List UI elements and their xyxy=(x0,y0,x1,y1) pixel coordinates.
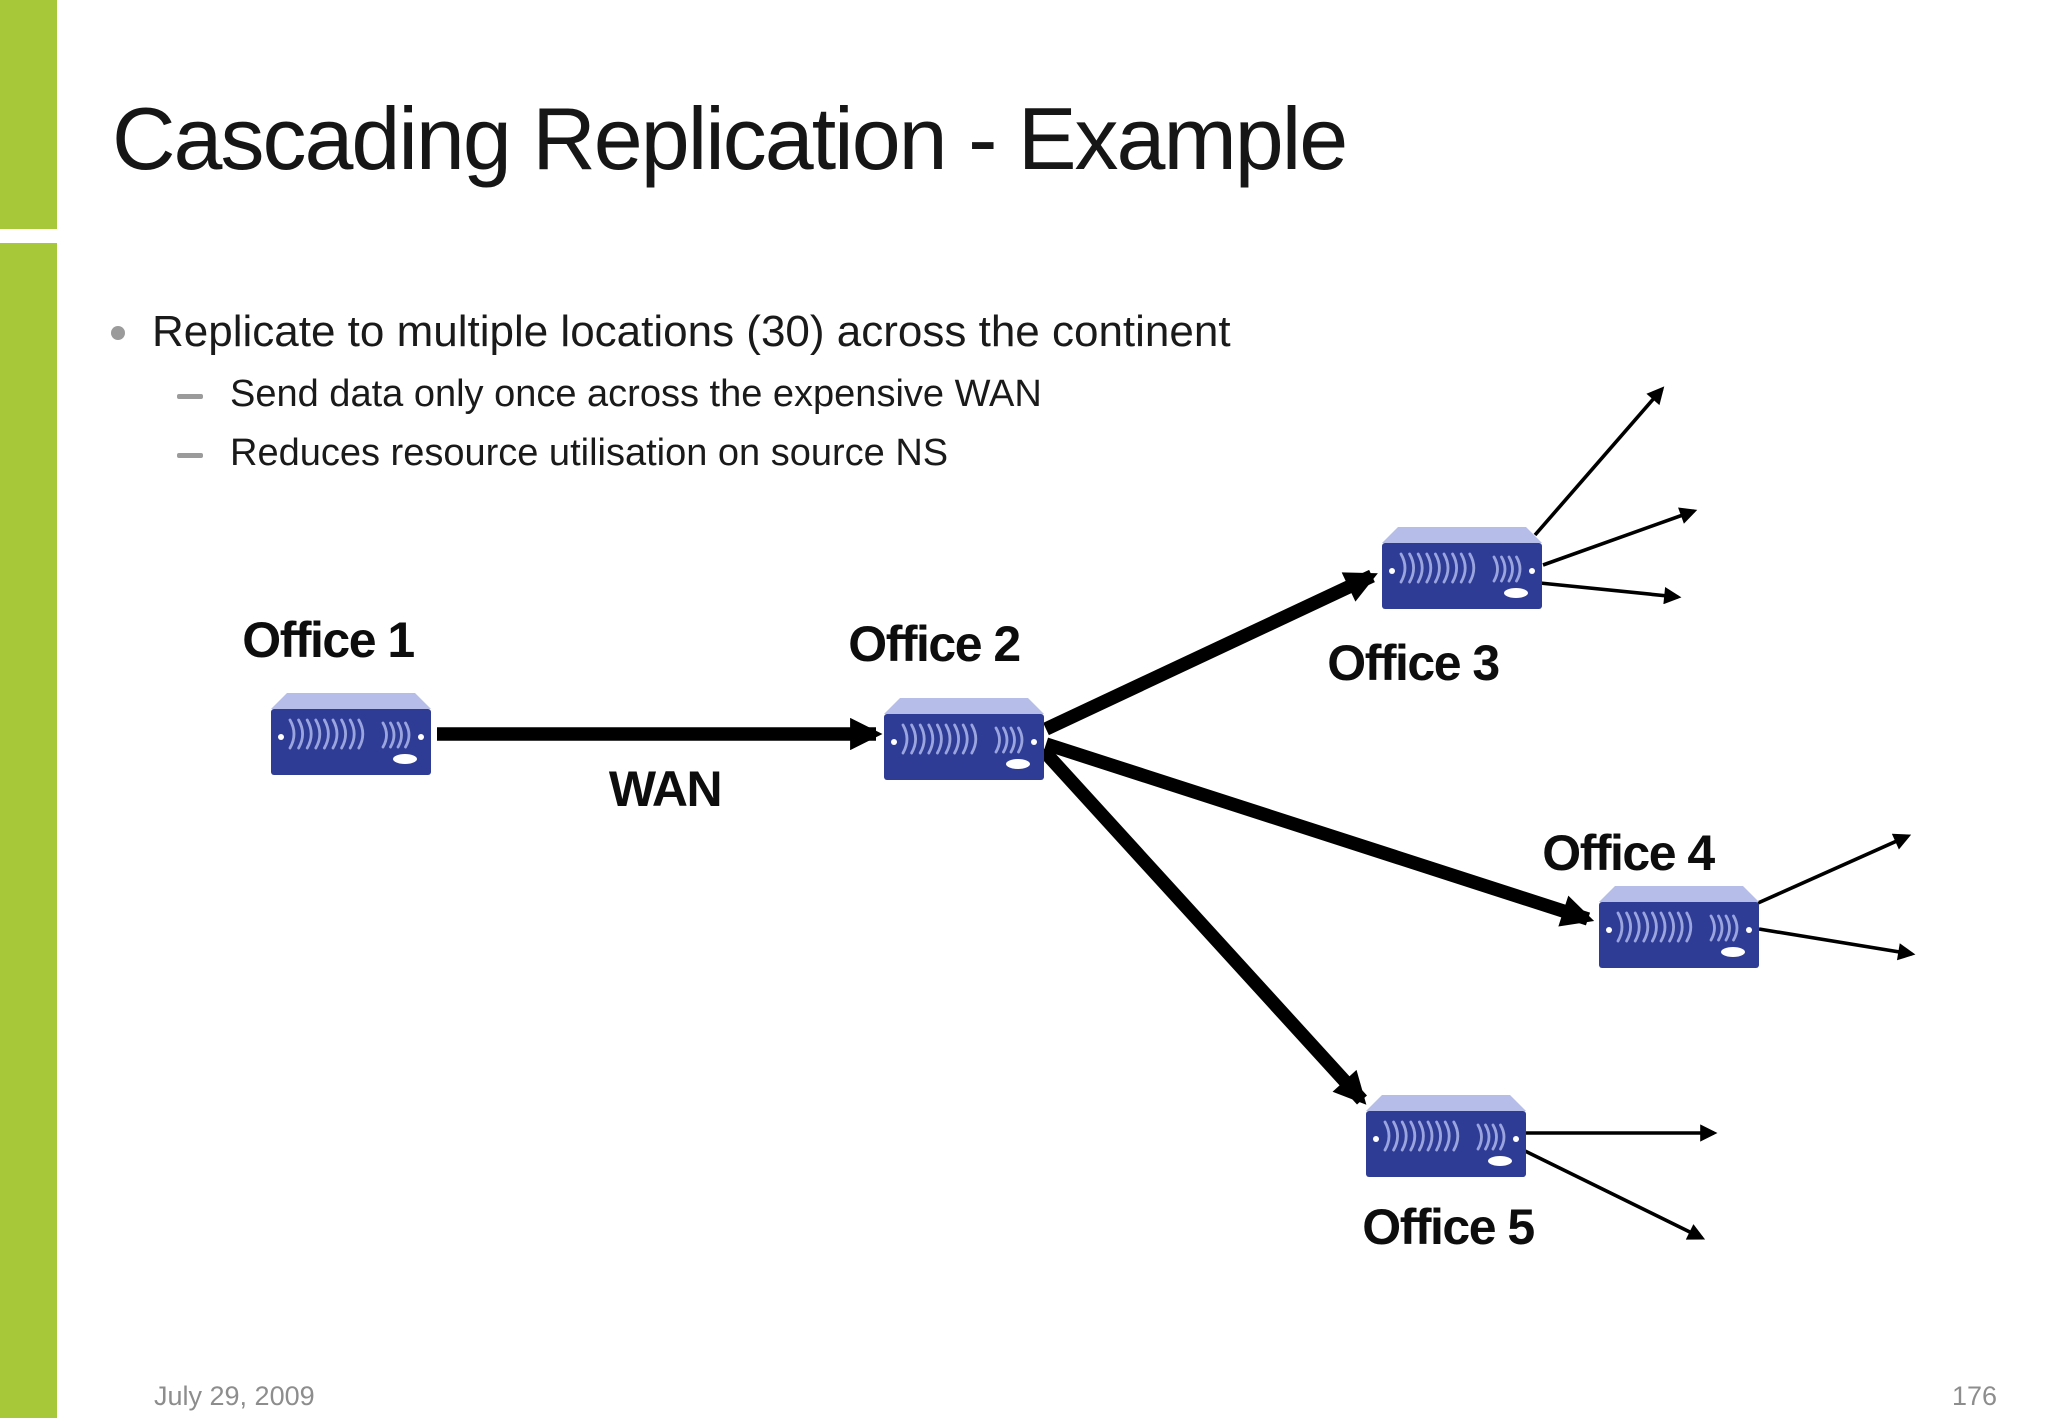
accent-bar-top xyxy=(0,0,57,229)
arrow-office2-to-office4 xyxy=(1043,737,1595,927)
dash-icon xyxy=(177,394,203,399)
server-icon-office4 xyxy=(1597,884,1761,970)
footer-page-number: 176 xyxy=(1951,1381,1997,1411)
accent-bar-main xyxy=(0,243,57,1418)
label-office3: Office 3 xyxy=(1327,635,1500,691)
arrow-office3-out-2 xyxy=(1542,507,1698,567)
bullet-main: Replicate to multiple locations (30) acr… xyxy=(152,307,1231,356)
server-icon-office2 xyxy=(882,696,1046,782)
sub-bullet-1: Send data only once across the expensive… xyxy=(230,373,1042,415)
label-office1: Office 1 xyxy=(242,612,415,668)
footer-date: July 29, 2009 xyxy=(154,1381,315,1411)
label-office4: Office 4 xyxy=(1542,825,1715,881)
dash-icon xyxy=(177,453,203,458)
arrow-office2-to-office5 xyxy=(1038,745,1367,1105)
label-wan: WAN xyxy=(608,761,723,817)
server-icon-office5 xyxy=(1364,1093,1528,1179)
arrow-office2-to-office3 xyxy=(1043,569,1378,736)
arrow-office4-out-2 xyxy=(1758,927,1916,961)
label-office5: Office 5 xyxy=(1362,1199,1535,1255)
page-title: Cascading Replication - Example xyxy=(112,89,1348,188)
sub-bullet-2: Reduces resource utilisation on source N… xyxy=(230,432,949,474)
arrow-office4-out-1 xyxy=(1757,833,1912,905)
bullet-dot-icon xyxy=(111,326,125,340)
arrow-office3-out-1 xyxy=(1533,386,1665,537)
server-icon-office1 xyxy=(269,691,433,777)
arrow-office5-out-2 xyxy=(1522,1148,1706,1240)
server-icon-office3 xyxy=(1380,525,1544,611)
arrow-office3-out-3 xyxy=(1539,581,1682,605)
label-office2: Office 2 xyxy=(848,616,1021,672)
